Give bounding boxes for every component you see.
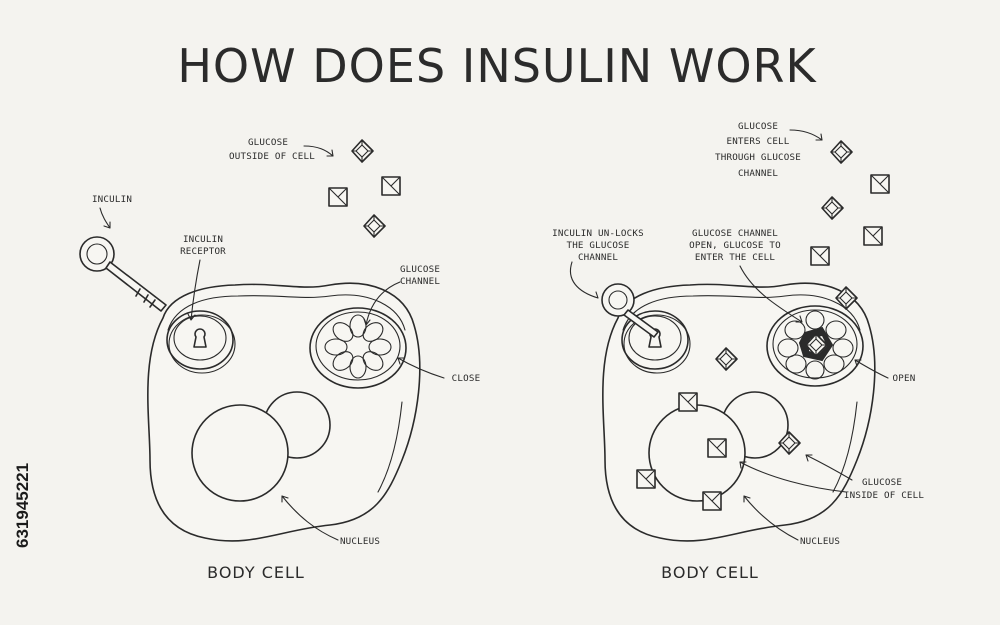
left-nucleus — [191, 404, 289, 502]
flower-petals-open-icon — [777, 310, 854, 380]
insulin-receptor — [166, 310, 236, 374]
glucose-channel-open — [766, 305, 864, 387]
insulin-key-unlocking-icon — [601, 283, 659, 338]
left-body-cell — [147, 282, 421, 542]
caption-left: BODY CELL — [207, 563, 305, 582]
label-open: OPEN — [893, 373, 916, 384]
label-insulin-unlocks: INCULIN UN-LOCKS — [552, 228, 644, 239]
right-body-cell — [602, 282, 876, 542]
glucose-molecule-icon — [810, 140, 890, 310]
label-glucose-inside-2: INSIDE OF CELL — [844, 490, 925, 501]
label-insulin-unlocks-2: THE GLUCOSE — [566, 240, 629, 251]
label-receptor-2: RECEPTOR — [180, 246, 226, 257]
label-glucose-channel: GLUCOSE — [400, 264, 440, 275]
label-receptor: INCULIN — [183, 234, 223, 245]
page-title: HOW DOES INSULIN WORK — [177, 39, 817, 93]
label-glucose-enters: GLUCOSE — [738, 121, 778, 132]
glucose-molecule-icon — [328, 139, 401, 238]
label-glucose-enters-4: CHANNEL — [738, 168, 778, 179]
insulin-key-icon — [79, 236, 167, 312]
label-insulin: INCULIN — [92, 194, 132, 205]
label-glucose-channel-2: CHANNEL — [400, 276, 440, 287]
label-glucose-enters-3: THROUGH GLUCOSE — [715, 152, 801, 163]
label-glucose-outside: GLUCOSE — [248, 137, 288, 148]
label-insulin-unlocks-3: CHANNEL — [578, 252, 618, 263]
label-glucose-inside: GLUCOSE — [862, 477, 902, 488]
stock-id: 631945221 — [13, 463, 32, 548]
glucose-channel-closed — [309, 307, 407, 389]
label-close: CLOSE — [452, 373, 481, 384]
label-nucleus-left: NUCLEUS — [340, 536, 380, 547]
keyhole-icon — [193, 328, 207, 348]
label-nucleus-right: NUCLEUS — [800, 536, 840, 547]
label-channel-open: GLUCOSE CHANNEL — [692, 228, 778, 239]
label-channel-open-3: ENTER THE CELL — [695, 252, 776, 263]
caption-right: BODY CELL — [661, 563, 759, 582]
label-channel-open-2: OPEN, GLUCOSE TO — [689, 240, 781, 251]
flower-petals-icon — [324, 314, 392, 379]
label-glucose-enters-2: ENTERS CELL — [726, 136, 789, 147]
right-nucleus — [648, 404, 746, 502]
label-glucose-outside-2: OUTSIDE OF CELL — [229, 151, 315, 162]
